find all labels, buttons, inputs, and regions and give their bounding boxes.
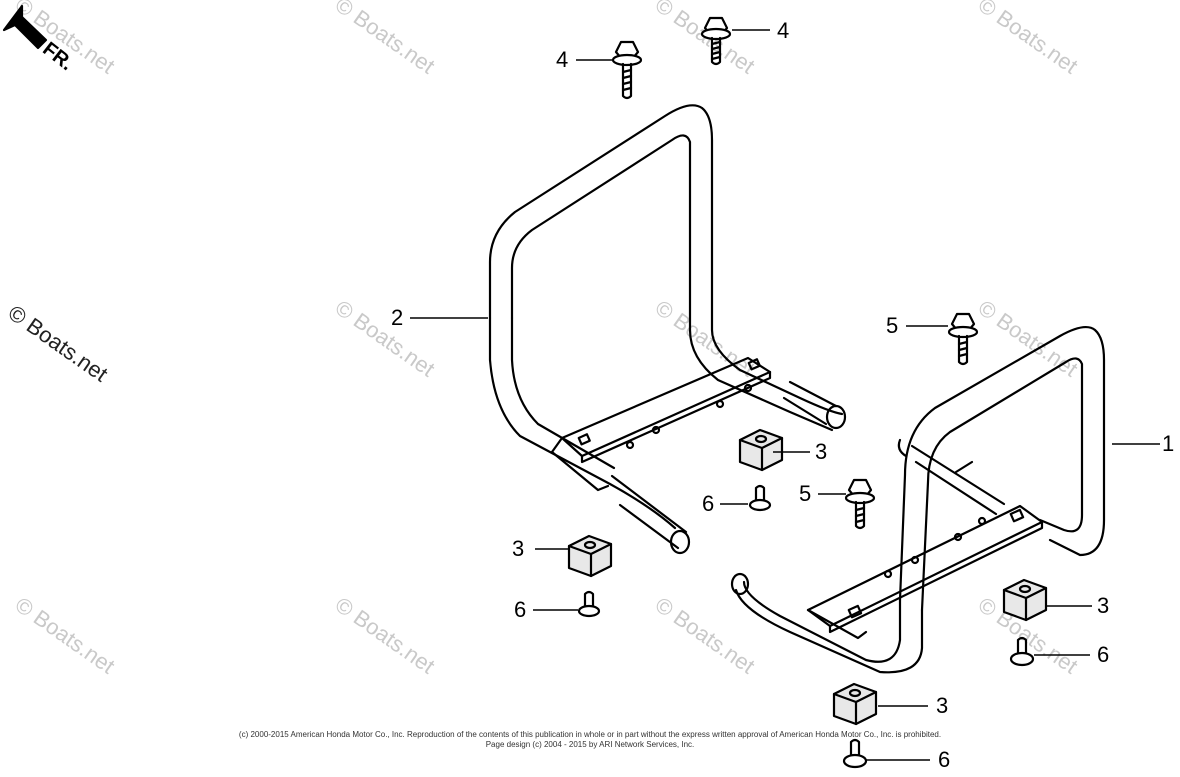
screw-6-a [748,484,772,512]
rubber-block-3-c [1002,578,1048,622]
callout-6[interactable]: 6 [514,597,527,622]
rubber-block-3-d [832,682,878,726]
callout-5[interactable]: 5 [799,481,812,506]
callout-6[interactable]: 6 [938,747,951,772]
callout-3[interactable]: 3 [936,693,949,718]
copyright-line-2: Page design (c) 2004 - 2015 by ARI Netwo… [485,740,695,749]
bolt-5-upper [947,312,979,366]
callout-3[interactable]: 3 [512,536,525,561]
frame-1 [730,325,1106,674]
leader-lines [410,29,1160,761]
callout-6[interactable]: 6 [1097,642,1110,667]
copyright-line-1: (c) 2000-2015 American Honda Motor Co., … [238,730,942,739]
callout-3[interactable]: 3 [815,439,828,464]
screw-6-c [1009,636,1035,667]
frame-2 [488,104,847,555]
front-direction-arrow-icon [2,4,48,50]
bolt-5-lower [844,478,876,530]
callout-4[interactable]: 4 [556,47,569,72]
callout-1[interactable]: 1 [1162,431,1175,456]
screw-6-d [842,738,868,769]
callout-2[interactable]: 2 [391,305,404,330]
rubber-block-3-a [738,428,784,472]
callout-4[interactable]: 4 [777,18,790,43]
screw-6-b [577,590,601,618]
bolt-4-upper [700,16,732,66]
bolt-4-lower [611,40,643,100]
callout-6[interactable]: 6 [702,491,715,516]
callout-5[interactable]: 5 [886,313,899,338]
rubber-block-3-b [567,534,613,578]
callout-3[interactable]: 3 [1097,593,1110,618]
